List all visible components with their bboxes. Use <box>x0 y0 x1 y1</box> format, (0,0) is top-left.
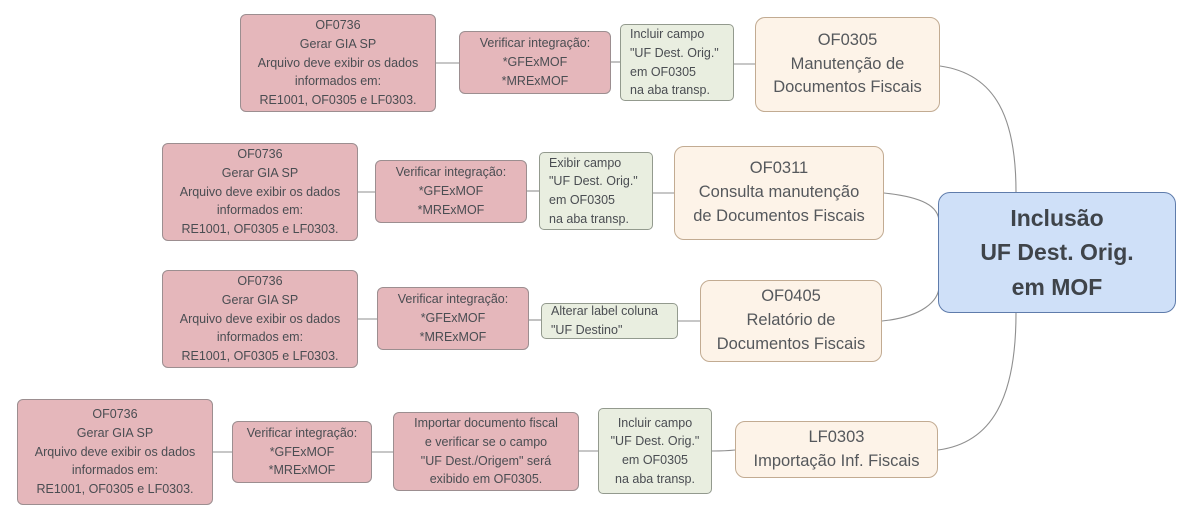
integration-node-row4[interactable]: Verificar integração: *GFExMOF *MRExMOF <box>232 421 372 483</box>
topic-node-of0405[interactable]: OF0405 Relatório de Documentos Fiscais <box>700 280 882 362</box>
task-node-of0736-row2[interactable]: OF0736 Gerar GIA SP Arquivo deve exibir … <box>162 143 358 241</box>
task-node-importar-documento-row4[interactable]: Importar documento fiscal e verificar se… <box>393 412 579 491</box>
integration-node-row2[interactable]: Verificar integração: *GFExMOF *MRExMOF <box>375 160 527 223</box>
action-node-incluir-campo-row1[interactable]: Incluir campo "UF Dest. Orig." em OF0305… <box>620 24 734 101</box>
connector-line <box>939 65 1017 193</box>
connector-line <box>881 285 940 322</box>
action-node-incluir-campo-row4[interactable]: Incluir campo "UF Dest. Orig." em OF0305… <box>598 408 712 494</box>
topic-node-of0305[interactable]: OF0305 Manutenção de Documentos Fiscais <box>755 17 940 112</box>
integration-node-row3[interactable]: Verificar integração: *GFExMOF *MRExMOF <box>377 287 529 350</box>
connector-line <box>883 192 940 223</box>
topic-node-of0311[interactable]: OF0311 Consulta manutenção de Documentos… <box>674 146 884 240</box>
connector-line <box>937 312 1017 451</box>
task-node-of0736-row4[interactable]: OF0736 Gerar GIA SP Arquivo deve exibir … <box>17 399 213 505</box>
topic-node-lf0303[interactable]: LF0303 Importação Inf. Fiscais <box>735 421 938 478</box>
task-node-of0736-row3[interactable]: OF0736 Gerar GIA SP Arquivo deve exibir … <box>162 270 358 368</box>
action-node-alterar-label-row3[interactable]: Alterar label coluna "UF Destino" <box>541 303 678 339</box>
task-node-of0736-row1[interactable]: OF0736 Gerar GIA SP Arquivo deve exibir … <box>240 14 436 112</box>
integration-node-row1[interactable]: Verificar integração: *GFExMOF *MRExMOF <box>459 31 611 94</box>
connector-line <box>711 449 736 452</box>
action-node-exibir-campo-row2[interactable]: Exibir campo "UF Dest. Orig." em OF0305 … <box>539 152 653 230</box>
central-topic-node[interactable]: Inclusão UF Dest. Orig. em MOF <box>938 192 1176 313</box>
